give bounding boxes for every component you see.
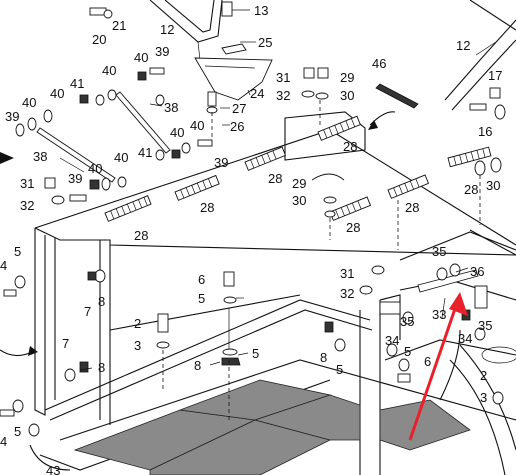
callout-3: 3	[480, 390, 487, 405]
callout-32: 32	[20, 198, 34, 213]
callout-25: 25	[258, 35, 272, 50]
callout-8: 8	[194, 358, 201, 373]
callout-28: 28	[343, 139, 357, 154]
callout-2: 2	[480, 368, 487, 383]
callout-17: 17	[488, 68, 502, 83]
callout-33: 33	[432, 307, 446, 322]
callout-6: 6	[424, 354, 431, 369]
callout-24: 24	[250, 86, 264, 101]
callout-27: 27	[232, 101, 246, 116]
callout-13: 13	[254, 3, 268, 18]
callout-40: 40	[88, 161, 102, 176]
callout-28: 28	[346, 220, 360, 235]
callout-40: 40	[102, 63, 116, 78]
callout-40: 40	[50, 86, 64, 101]
assembly-leaders	[162, 100, 481, 420]
callout-38: 38	[164, 100, 178, 115]
callout-26: 26	[230, 119, 244, 134]
highlight-arrow	[408, 292, 468, 441]
callout-40: 40	[190, 118, 204, 133]
callout-28: 28	[134, 228, 148, 243]
callout-39: 39	[5, 109, 19, 124]
callout-21: 21	[112, 18, 126, 33]
callout-12: 12	[160, 22, 174, 37]
top-frame-bracket	[149, 0, 223, 61]
callout-16: 16	[478, 124, 492, 139]
callout-20: 20	[92, 32, 106, 47]
part-callouts: 20 21 12 13 25 24 27 26 40 39 40 41 40 3…	[0, 3, 502, 475]
bracket-24	[194, 43, 273, 101]
callout-38: 38	[33, 149, 47, 164]
callout-5: 5	[14, 244, 21, 259]
callout-29: 29	[340, 70, 354, 85]
callout-41: 41	[138, 145, 152, 160]
callout-12: 12	[456, 38, 470, 53]
callout-5: 5	[404, 344, 411, 359]
callout-30: 30	[340, 88, 354, 103]
callout-28: 28	[268, 171, 282, 186]
callout-40: 40	[170, 125, 184, 140]
callout-8: 8	[320, 350, 327, 365]
callout-leaders	[59, 9, 497, 371]
callout-8: 8	[98, 294, 105, 309]
callout-40: 40	[134, 50, 148, 65]
callout-2: 2	[134, 316, 141, 331]
callout-28: 28	[464, 182, 478, 197]
callout-35: 35	[478, 318, 492, 333]
callout-35: 35	[400, 314, 414, 329]
callout-39: 39	[68, 171, 82, 186]
callout-5: 5	[14, 424, 21, 439]
callout-36: 36	[470, 264, 484, 279]
right-frame-arm	[444, 0, 516, 111]
callout-28: 28	[200, 200, 214, 215]
callout-32: 32	[276, 88, 290, 103]
callout-5: 5	[336, 362, 343, 377]
rod-38	[36, 91, 171, 183]
direction-arrows	[0, 111, 461, 401]
callout-6: 6	[198, 272, 205, 287]
callout-32: 32	[340, 286, 354, 301]
callout-40: 40	[114, 150, 128, 165]
callout-30: 30	[292, 193, 306, 208]
callout-29: 29	[292, 176, 306, 191]
callout-7: 7	[62, 336, 69, 351]
callout-5: 5	[252, 346, 259, 361]
hinge-blocks	[104, 115, 492, 222]
callout-7: 7	[84, 304, 91, 319]
callout-40: 40	[22, 95, 36, 110]
callout-3: 3	[134, 338, 141, 353]
callout-31: 31	[276, 70, 290, 85]
fasteners	[0, 1, 506, 471]
callout-34: 34	[385, 333, 399, 348]
callout-46: 46	[372, 56, 386, 71]
callout-5: 5	[198, 291, 205, 306]
bar-46	[375, 83, 419, 109]
callout-28: 28	[405, 200, 419, 215]
callout-39: 39	[155, 44, 169, 59]
callout-30: 30	[486, 178, 500, 193]
callout-43: 43	[46, 463, 60, 475]
callout-8: 8	[98, 360, 105, 375]
side-frame-curve-inner	[449, 359, 506, 475]
callout-4: 4	[0, 258, 7, 273]
callout-39: 39	[214, 155, 228, 170]
callout-34: 34	[458, 331, 472, 346]
callout-31: 31	[20, 176, 34, 191]
callout-4: 4	[0, 434, 7, 449]
grill-screens	[73, 379, 471, 475]
callout-41: 41	[70, 76, 84, 91]
callout-35: 35	[432, 244, 446, 259]
callout-31: 31	[340, 266, 354, 281]
